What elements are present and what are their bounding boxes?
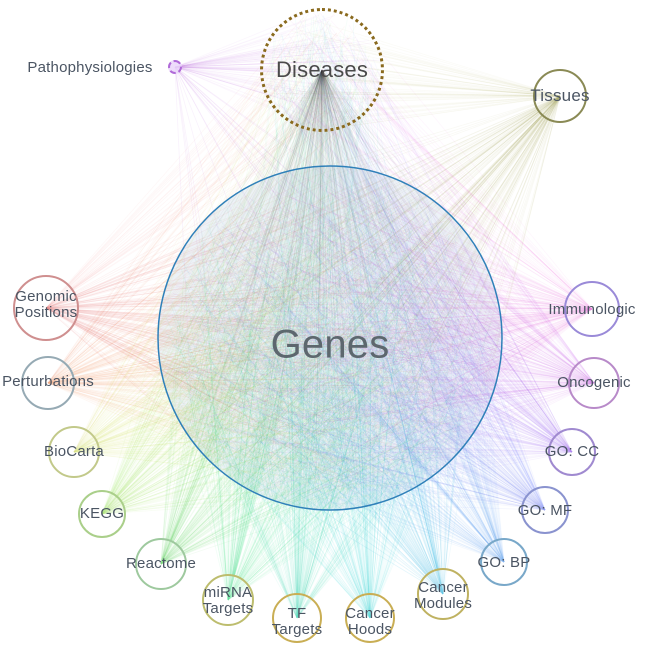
node-label-pathophysiologies: Pathophysiologies <box>27 58 153 76</box>
node-go-bp[interactable] <box>480 538 528 586</box>
node-oncogenic[interactable] <box>568 357 620 409</box>
node-cancer-modules[interactable] <box>417 568 469 620</box>
node-immunologic[interactable] <box>564 281 620 337</box>
node-cancer-hoods[interactable] <box>345 593 395 643</box>
node-go-cc[interactable] <box>548 428 596 476</box>
node-go-mf[interactable] <box>521 486 569 534</box>
node-biocarta[interactable] <box>48 426 100 478</box>
node-mirna-targets[interactable] <box>202 574 254 626</box>
node-diseases[interactable] <box>260 8 384 132</box>
node-tf-targets[interactable] <box>272 593 322 643</box>
node-genomic-positions[interactable] <box>13 275 79 341</box>
node-reactome[interactable] <box>135 538 187 590</box>
node-perturbations[interactable] <box>21 356 75 410</box>
node-genes[interactable] <box>158 166 502 510</box>
node-kegg[interactable] <box>78 490 126 538</box>
node-tissues[interactable] <box>533 69 587 123</box>
node-pathophysiologies[interactable] <box>168 60 182 74</box>
